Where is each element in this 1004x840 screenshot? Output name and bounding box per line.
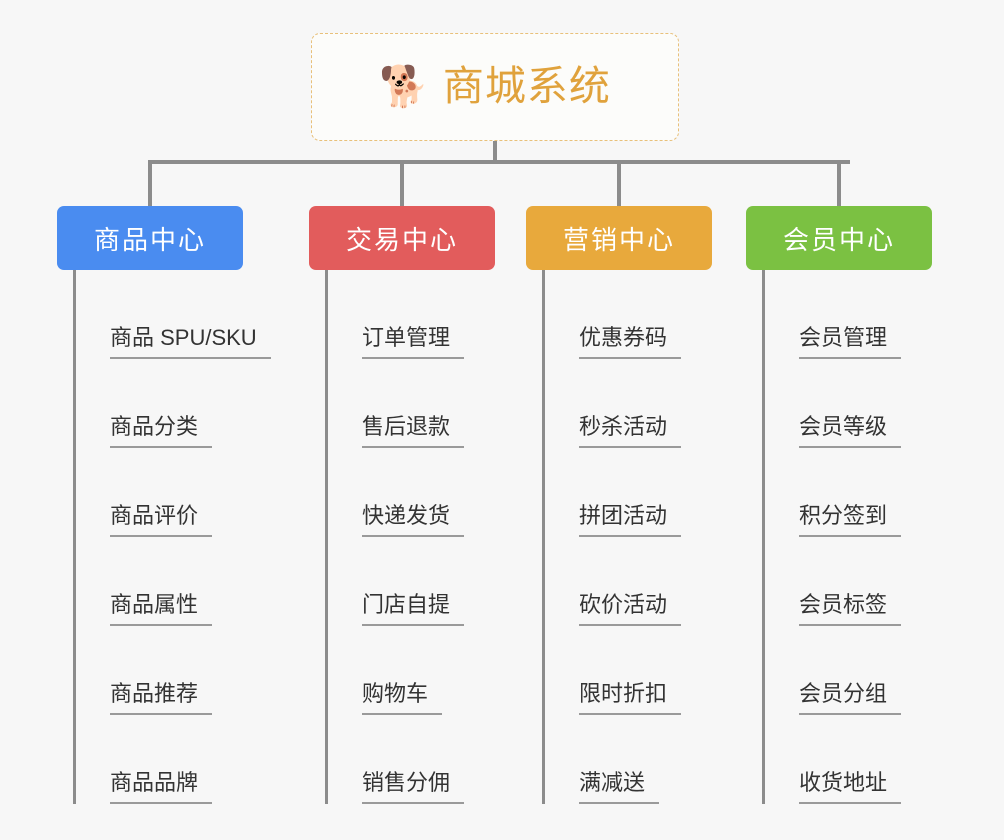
leaf-label: 会员标签 [799,591,902,626]
leaf-node[interactable]: 订单管理 [328,270,495,359]
leaf-node[interactable]: 会员标签 [765,537,932,626]
leaf-node[interactable]: 秒杀活动 [545,359,712,448]
branch-column-3: 营销中心优惠券码秒杀活动拼团活动砍价活动限时折扣满减送 [526,206,712,804]
leaf-label: 砍价活动 [579,591,682,626]
leaf-label: 门店自提 [362,591,465,626]
branch-header-3[interactable]: 营销中心 [526,206,712,270]
leaf-label: 购物车 [362,680,443,715]
leaf-label: 限时折扣 [579,680,682,715]
branch-header-1[interactable]: 商品中心 [57,206,243,270]
leaf-node[interactable]: 优惠券码 [545,270,712,359]
leaf-node[interactable]: 积分签到 [765,448,932,537]
connector-drop-2 [400,160,404,208]
branch-column-1: 商品中心商品 SPU/SKU 商品分类商品评价商品属性商品推荐商品品牌 [57,206,271,804]
leaf-node[interactable]: 会员等级 [765,359,932,448]
leaf-node[interactable]: 商品属性 [76,537,243,626]
leaf-label: 会员等级 [799,413,902,448]
leaf-node[interactable]: 商品分类 [76,359,243,448]
leaf-node[interactable]: 限时折扣 [545,626,712,715]
leaf-label: 商品属性 [110,591,213,626]
leaf-label: 积分签到 [799,502,902,537]
branch-leaf-list-2: 订单管理售后退款快递发货门店自提购物车销售分佣 [325,270,495,804]
leaf-node[interactable]: 收货地址 [765,715,932,804]
leaf-node[interactable]: 门店自提 [328,537,495,626]
leaf-label: 商品分类 [110,413,213,448]
leaf-label: 销售分佣 [362,769,465,804]
branch-leaf-list-4: 会员管理会员等级积分签到会员标签会员分组收货地址 [762,270,932,804]
leaf-label: 售后退款 [362,413,465,448]
leaf-label: 商品品牌 [110,769,213,804]
leaf-label: 商品 SPU/SKU [110,324,271,359]
leaf-label: 商品推荐 [110,680,213,715]
leaf-label: 收货地址 [799,769,902,804]
branch-header-4[interactable]: 会员中心 [746,206,932,270]
connector-drop-3 [617,160,621,208]
shiba-dog-face-icon: 🐕 [379,65,429,109]
root-node[interactable]: 🐕 商城系统 [311,33,679,141]
leaf-node[interactable]: 购物车 [328,626,495,715]
leaf-node[interactable]: 砍价活动 [545,537,712,626]
leaf-label: 订单管理 [362,324,465,359]
leaf-node[interactable]: 商品 SPU/SKU [76,270,271,359]
connector-horizontal-bus [150,160,850,164]
root-title: 商城系统 [442,63,611,110]
leaf-node[interactable]: 快递发货 [328,448,495,537]
leaf-node[interactable]: 商品推荐 [76,626,243,715]
branch-column-4: 会员中心会员管理会员等级积分签到会员标签会员分组收货地址 [746,206,932,804]
leaf-label: 商品评价 [110,502,213,537]
leaf-node[interactable]: 商品品牌 [76,715,243,804]
branch-column-2: 交易中心订单管理售后退款快递发货门店自提购物车销售分佣 [309,206,495,804]
leaf-node[interactable]: 拼团活动 [545,448,712,537]
connector-drop-1 [148,160,152,208]
leaf-node[interactable]: 商品评价 [76,448,243,537]
leaf-label: 会员分组 [799,680,902,715]
connector-root-stem [493,141,497,163]
leaf-label: 会员管理 [799,324,902,359]
leaf-label: 满减送 [579,769,660,804]
leaf-node[interactable]: 会员分组 [765,626,932,715]
branch-leaf-list-1: 商品 SPU/SKU 商品分类商品评价商品属性商品推荐商品品牌 [73,270,271,804]
leaf-label: 秒杀活动 [579,413,682,448]
leaf-node[interactable]: 售后退款 [328,359,495,448]
leaf-label: 拼团活动 [579,502,682,537]
branch-leaf-list-3: 优惠券码秒杀活动拼团活动砍价活动限时折扣满减送 [542,270,712,804]
branch-header-2[interactable]: 交易中心 [309,206,495,270]
leaf-node[interactable]: 满减送 [545,715,712,804]
leaf-node[interactable]: 会员管理 [765,270,932,359]
connector-drop-4 [837,160,841,208]
leaf-node[interactable]: 销售分佣 [328,715,495,804]
leaf-label: 优惠券码 [579,324,682,359]
leaf-label: 快递发货 [362,502,465,537]
